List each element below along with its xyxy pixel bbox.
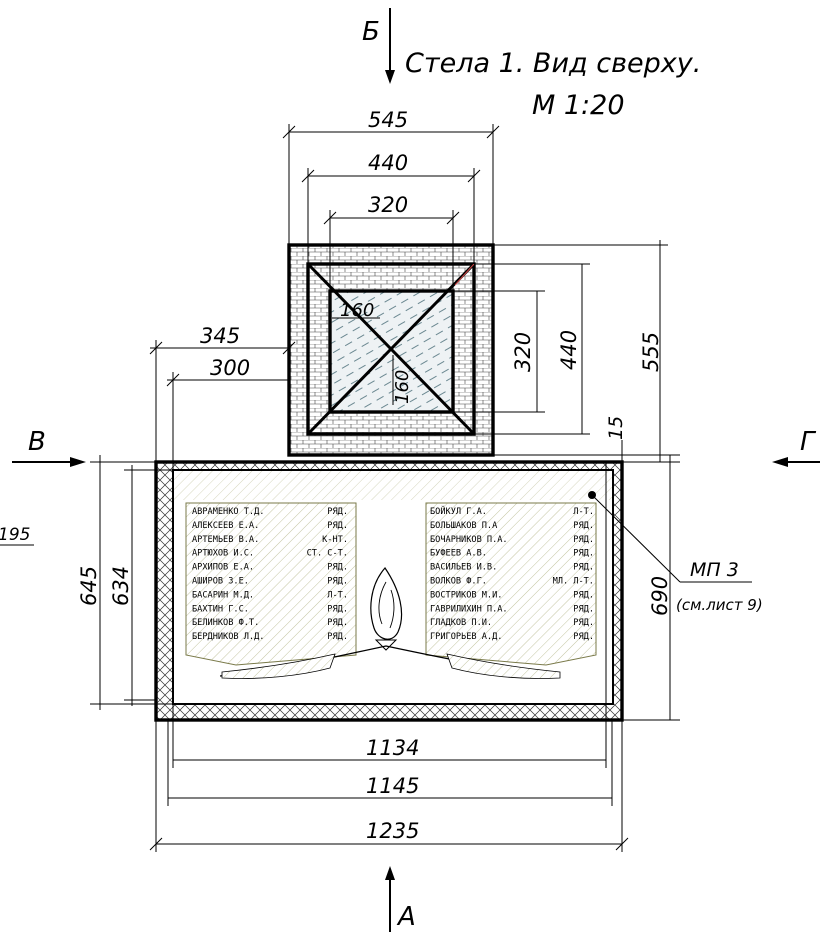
dimension-690: 690 <box>622 455 680 721</box>
dimension-1145: 1145 <box>167 720 613 806</box>
rank-entry: РЯД. <box>327 521 348 531</box>
svg-text:А: А <box>396 902 416 932</box>
rank-entry: РЯД. <box>573 590 594 600</box>
rank-entry: РЯД. <box>327 618 348 628</box>
dimension-440-right: 440 <box>474 263 590 435</box>
svg-text:Б: Б <box>362 17 380 47</box>
name-entry: БУФЕЕВ А.В. <box>430 549 487 559</box>
name-entry: ГРИГОРЬЕВ А.Д. <box>430 632 502 642</box>
plaque-left <box>185 502 357 666</box>
svg-text:МП 3: МП 3 <box>690 559 739 581</box>
dimension-345: 345 <box>149 324 296 462</box>
svg-text:1134: 1134 <box>366 736 419 760</box>
dimension-320-right: 320 <box>453 290 545 413</box>
svg-text:555: 555 <box>639 332 663 372</box>
rank-entry: К-НТ. <box>322 535 348 545</box>
rank-entry: РЯД. <box>327 577 348 587</box>
dimension-440-top: 440 <box>301 151 481 264</box>
rank-entry: РЯД. <box>573 632 594 642</box>
svg-text:В: В <box>28 427 46 457</box>
name-entry: БЕЛИНКОВ Ф.Т. <box>192 618 259 628</box>
names-list-left: АВРАМЕНКО Т.Д. РЯД. АЛЕКСЕЕВ Е.А. РЯД. АРТЕМ… <box>192 507 348 642</box>
svg-text:440: 440 <box>368 151 408 175</box>
name-entry: БОЛЬШАКОВ П.А <box>430 521 498 531</box>
name-entry: БОЧАРНИКОВ П.А. <box>430 535 508 545</box>
rank-entry: СТ. С-Т. <box>307 549 348 559</box>
svg-text:440: 440 <box>557 330 581 370</box>
svg-text:160: 160 <box>392 370 413 404</box>
svg-text:195: 195 <box>0 525 30 545</box>
svg-text:1145: 1145 <box>366 774 419 798</box>
dimension-300: 300 <box>166 356 289 470</box>
dimension-545: 545 <box>282 108 500 245</box>
svg-text:160: 160 <box>340 300 374 321</box>
name-entry: ВАСИЛЬЕВ И.В. <box>430 563 497 573</box>
rank-entry: Л-Т. <box>573 507 594 517</box>
name-entry: ВОСТРИКОВ М.И. <box>430 590 502 600</box>
rank-entry: РЯД. <box>573 618 594 628</box>
name-entry: АРХИПОВ Е.А. <box>192 563 254 573</box>
section-marker-bottom: А <box>385 866 416 932</box>
rank-entry: РЯД. <box>573 521 594 531</box>
svg-text:320: 320 <box>511 332 535 372</box>
rank-entry: РЯД. <box>327 507 348 517</box>
name-entry: АЛЕКСЕЕВ Е.А. <box>192 521 259 531</box>
name-entry: ГЛАДКОВ П.И. <box>430 618 492 628</box>
name-entry: ВОЛКОВ Ф.Г. <box>430 577 487 587</box>
rank-entry: РЯД. <box>573 604 594 614</box>
svg-text:345: 345 <box>200 324 240 348</box>
rank-entry: РЯД. <box>327 632 348 642</box>
dimension-160-inner: 160 160 <box>332 300 413 405</box>
dimension-634: 634 <box>109 465 173 706</box>
rank-entry: РЯД. <box>573 535 594 545</box>
dimension-1235: 1235 <box>149 720 629 852</box>
svg-text:15: 15 <box>605 416 627 440</box>
stele-top-view <box>287 243 495 457</box>
rank-entry: РЯД. <box>327 563 348 573</box>
section-marker-right: Г <box>772 427 820 467</box>
rank-entry: МЛ. Л-Т. <box>553 577 594 587</box>
svg-text:645: 645 <box>77 566 101 606</box>
name-entry: БЕРДНИКОВ Л.Д. <box>192 632 264 642</box>
dimension-555: 555 <box>493 240 668 462</box>
eternal-flame-emblem <box>370 567 403 651</box>
section-marker-top: Б <box>362 8 395 84</box>
name-entry: ГАВРИЛИХИН П.А. <box>430 604 508 614</box>
name-entry: АВРАМЕНКО Т.Д. <box>192 507 264 517</box>
rank-entry: Л-Т. <box>327 590 348 600</box>
name-entry: БАСАРИН М.Д. <box>192 590 254 600</box>
names-list-right: БОЙКУЛ Г.А. Л-Т. БОЛЬШАКОВ П.А РЯД. БОЧАРНИК… <box>430 505 594 642</box>
rank-entry: РЯД. <box>573 563 594 573</box>
rank-entry: РЯД. <box>327 604 348 614</box>
drawing-scale: М 1:20 <box>532 90 625 121</box>
svg-text:300: 300 <box>210 356 250 380</box>
svg-text:545: 545 <box>368 108 408 132</box>
name-entry: БАХТИН Г.С. <box>192 604 249 614</box>
callout-mp3: МП 3 (см.лист 9) <box>588 491 763 614</box>
svg-text:320: 320 <box>368 193 408 217</box>
laurel-ornament <box>219 645 561 679</box>
name-entry: АРТЮХОВ И.С. <box>192 549 254 559</box>
svg-text:Г: Г <box>800 427 817 457</box>
name-entry: БОЙКУЛ Г.А. <box>430 505 487 517</box>
name-entry: АШИРОВ З.Е. <box>192 577 249 587</box>
section-marker-left: В <box>12 427 86 467</box>
name-entry: АРТЕМЬЕВ В.А. <box>192 535 259 545</box>
plaque-right <box>425 502 597 666</box>
dimension-320-top: 320 <box>323 193 460 291</box>
dimension-1134: 1134 <box>172 704 607 768</box>
drawing-title: Стела 1. Вид сверху. <box>405 48 701 79</box>
dimension-195: 195 <box>0 525 34 546</box>
rank-entry: РЯД. <box>573 549 594 559</box>
svg-text:1235: 1235 <box>366 819 419 843</box>
svg-text:690: 690 <box>648 576 672 616</box>
dimension-645: 645 <box>77 455 173 710</box>
dimension-15: 15 <box>493 416 680 475</box>
svg-text:(см.лист 9): (см.лист 9) <box>676 596 763 614</box>
svg-text:634: 634 <box>109 566 133 606</box>
